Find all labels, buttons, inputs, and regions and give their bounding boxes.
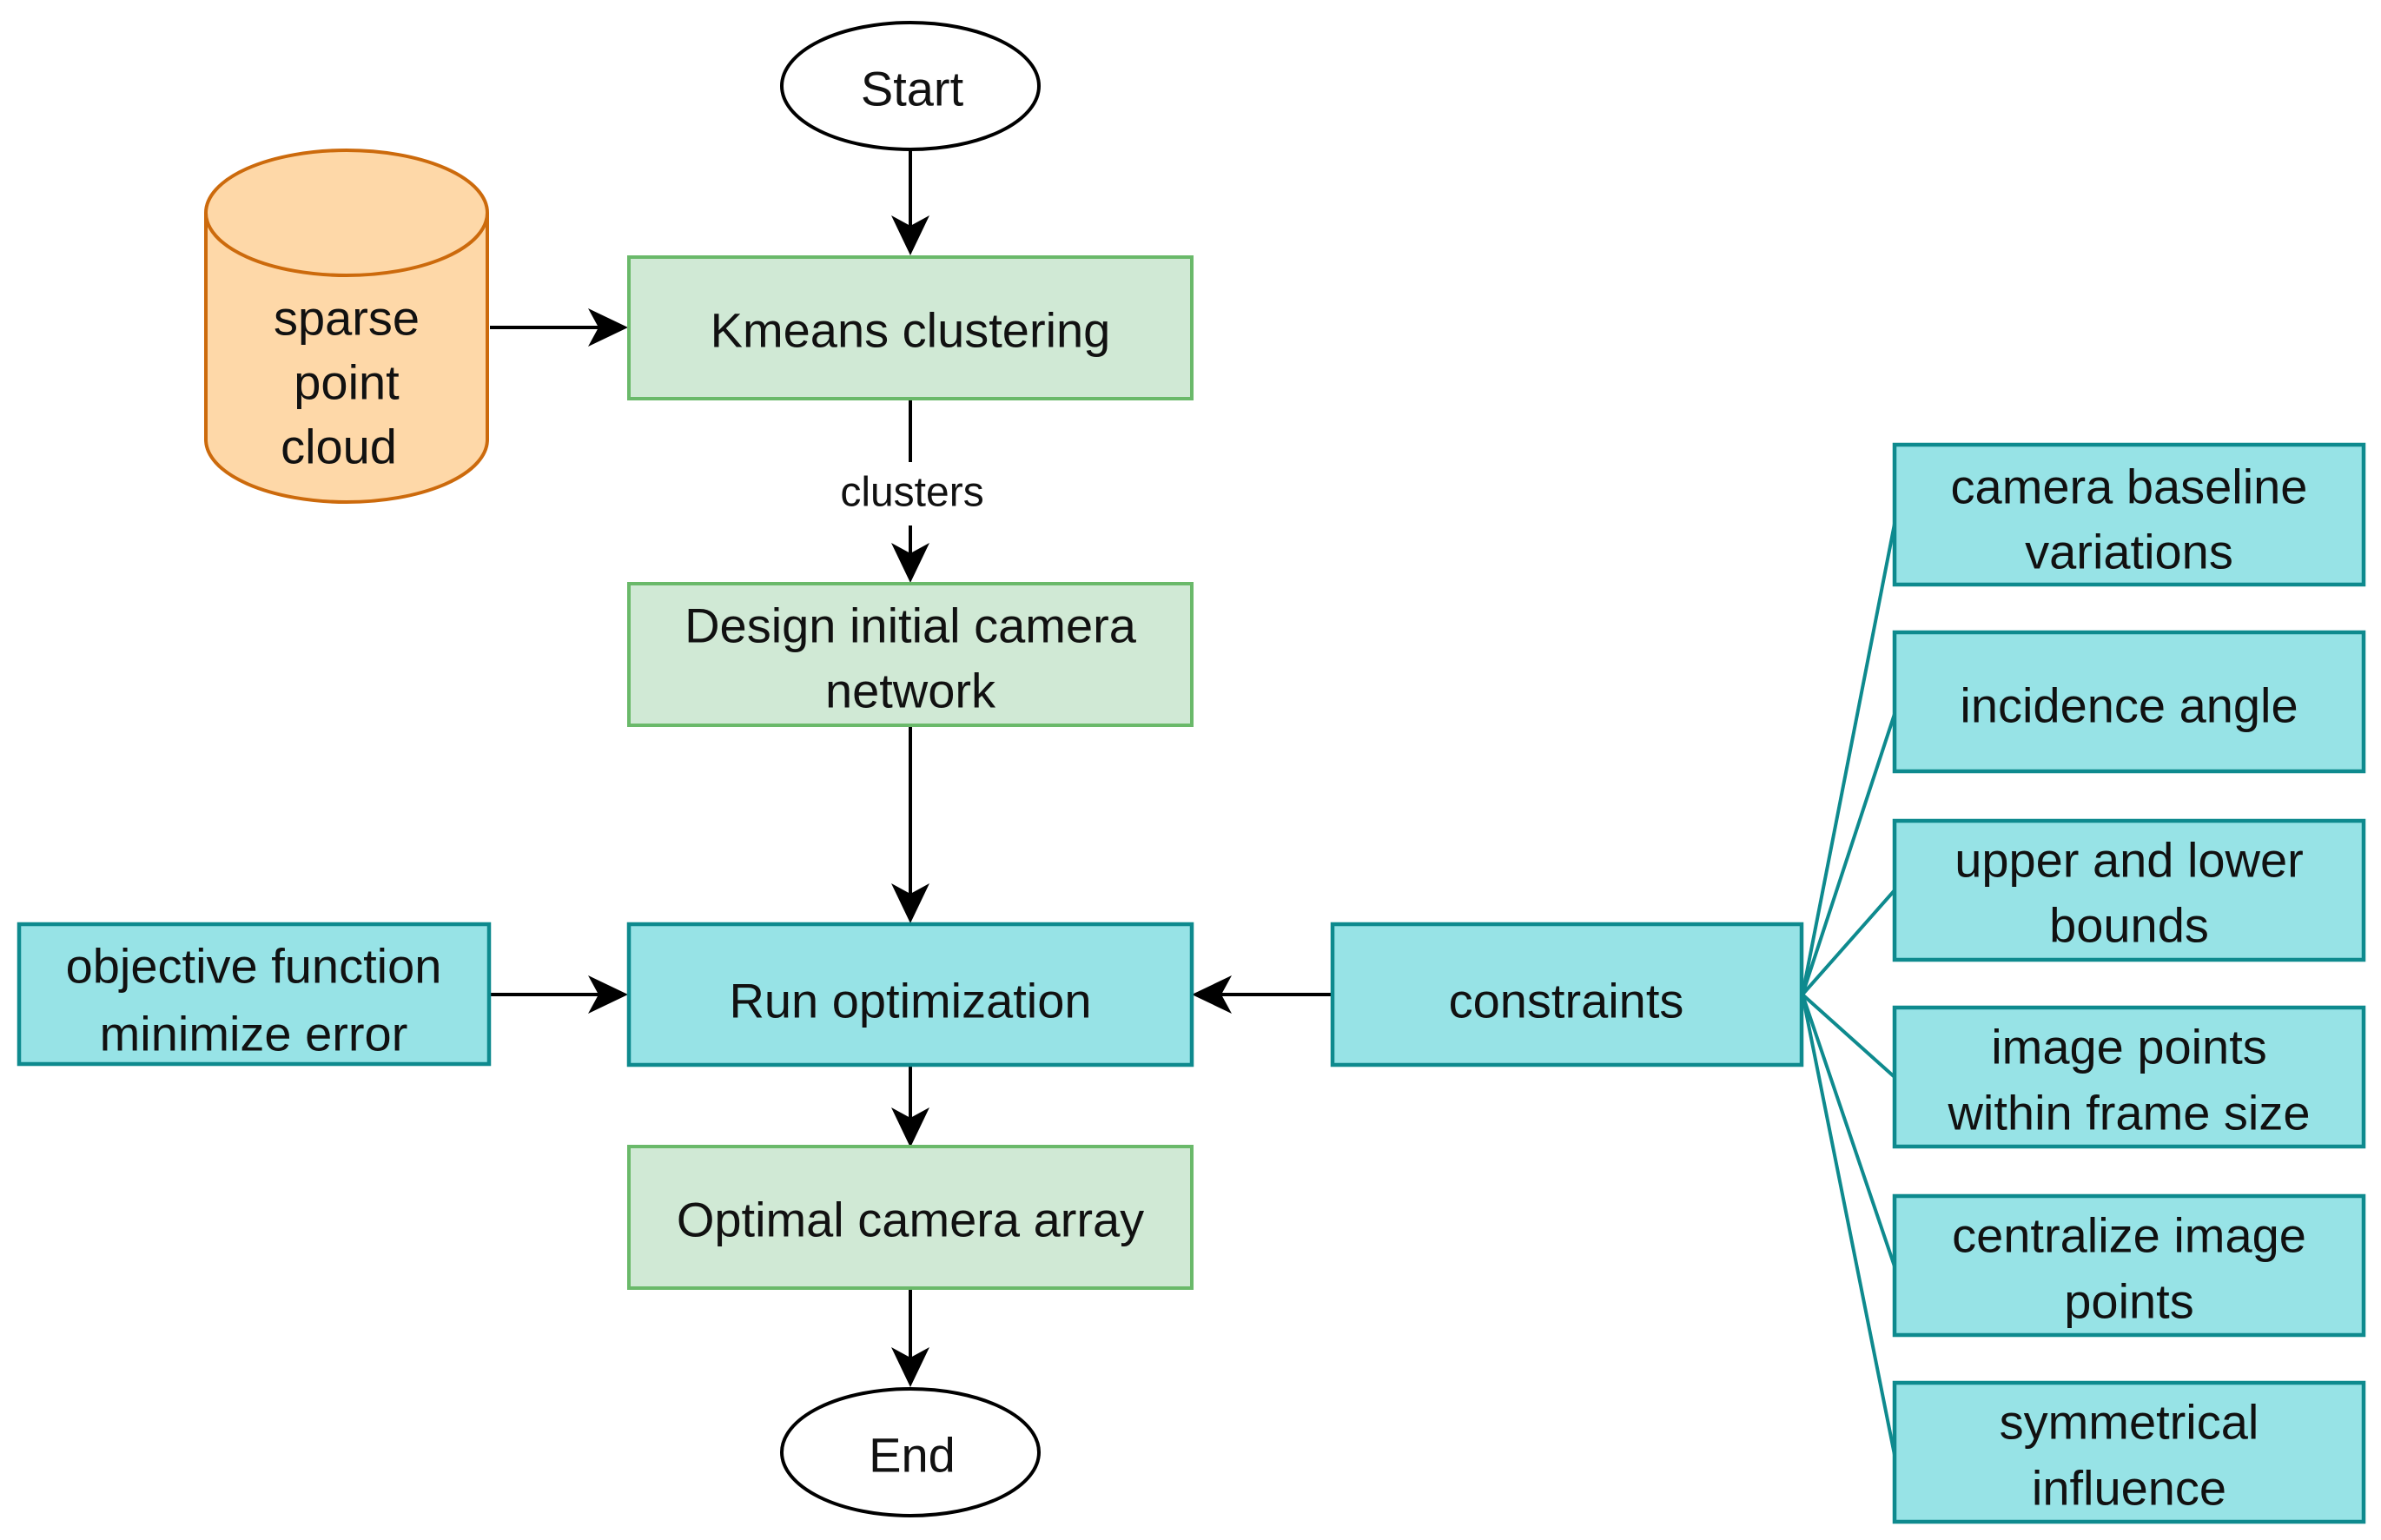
- end-label: End: [869, 1428, 956, 1483]
- arrowhead-icon: [891, 215, 929, 255]
- constraint-item-bounds[interactable]: upper and lower bounds: [1892, 818, 2366, 962]
- optimal-label: Optimal camera array: [677, 1193, 1144, 1247]
- constraint-item-label: symmetrical: [2000, 1395, 2259, 1450]
- objective-function-node[interactable]: objective function minimize error: [17, 922, 492, 1067]
- edges: [490, 150, 1896, 1456]
- fan-line-symmetrical: [1801, 994, 1896, 1456]
- kmeans-label: Kmeans clustering: [711, 303, 1111, 358]
- cloud-label-line-3: cloud: [281, 420, 397, 474]
- arrowhead-icon: [891, 543, 929, 583]
- fan-line-centralize: [1801, 994, 1896, 1267]
- constraint-item-frame-size[interactable]: image points within frame size: [1892, 1005, 2366, 1149]
- arrowhead-icon: [1192, 975, 1232, 1014]
- end-node[interactable]: End: [780, 1387, 1041, 1517]
- constraint-item-label: variations: [2025, 525, 2233, 579]
- arrowhead-icon: [891, 1107, 929, 1147]
- constraint-item-label: upper and lower: [1954, 833, 2304, 888]
- objective-label-line-1: objective function: [66, 939, 442, 994]
- fan-line-bounds: [1801, 889, 1896, 996]
- run-optimization-label: Run optimization: [729, 974, 1091, 1028]
- constraint-item-incidence-angle[interactable]: incidence angle: [1892, 630, 2366, 774]
- arrowhead-icon: [891, 883, 929, 923]
- constraints-label: constraints: [1449, 974, 1684, 1028]
- constraint-item-label: within frame size: [1947, 1086, 2310, 1140]
- design-label-line-2: network: [825, 664, 996, 718]
- constraint-item-camera-baseline[interactable]: camera baseline variations: [1892, 442, 2366, 587]
- constraint-item-centralize[interactable]: centralize image points: [1892, 1193, 2366, 1338]
- cloud-label-line-2: point: [294, 355, 400, 410]
- start-label: Start: [861, 62, 964, 116]
- start-node[interactable]: Start: [780, 21, 1041, 151]
- constraint-item-label: influence: [2032, 1461, 2226, 1516]
- constraint-item-label: image points: [1991, 1020, 2267, 1074]
- objective-label-line-2: minimize error: [100, 1007, 408, 1061]
- constraint-item-label: camera baseline: [1951, 459, 2308, 514]
- fan-line-frame-size: [1801, 993, 1896, 1079]
- constraints-node[interactable]: constraints: [1330, 922, 1804, 1067]
- constraint-item-label: centralize image: [1952, 1208, 2306, 1263]
- cloud-label-line-1: sparse: [274, 291, 420, 346]
- constraint-item-label: bounds: [2049, 898, 2209, 953]
- fan-line-incidence-angle: [1801, 713, 1896, 995]
- arrowhead-icon: [588, 975, 628, 1014]
- edge-label-clusters: clusters: [840, 470, 983, 516]
- arrowhead-icon: [891, 1347, 929, 1387]
- constraint-item-label: incidence angle: [1960, 678, 2298, 733]
- kmeans-clustering-node[interactable]: Kmeans clustering: [627, 255, 1194, 400]
- design-label-line-1: Design initial camera: [685, 598, 1137, 653]
- constraint-item-symmetrical[interactable]: symmetrical influence: [1892, 1380, 2366, 1524]
- fan-line-camera-baseline: [1801, 523, 1896, 995]
- sparse-point-cloud-node[interactable]: sparse point cloud: [204, 149, 489, 504]
- optimal-camera-array-node[interactable]: Optimal camera array: [627, 1145, 1194, 1290]
- arrowhead-icon: [588, 308, 628, 347]
- design-initial-camera-network-node[interactable]: Design initial camera network: [627, 582, 1194, 727]
- constraint-item-label: points: [2064, 1274, 2193, 1329]
- run-optimization-node[interactable]: Run optimization: [626, 922, 1194, 1067]
